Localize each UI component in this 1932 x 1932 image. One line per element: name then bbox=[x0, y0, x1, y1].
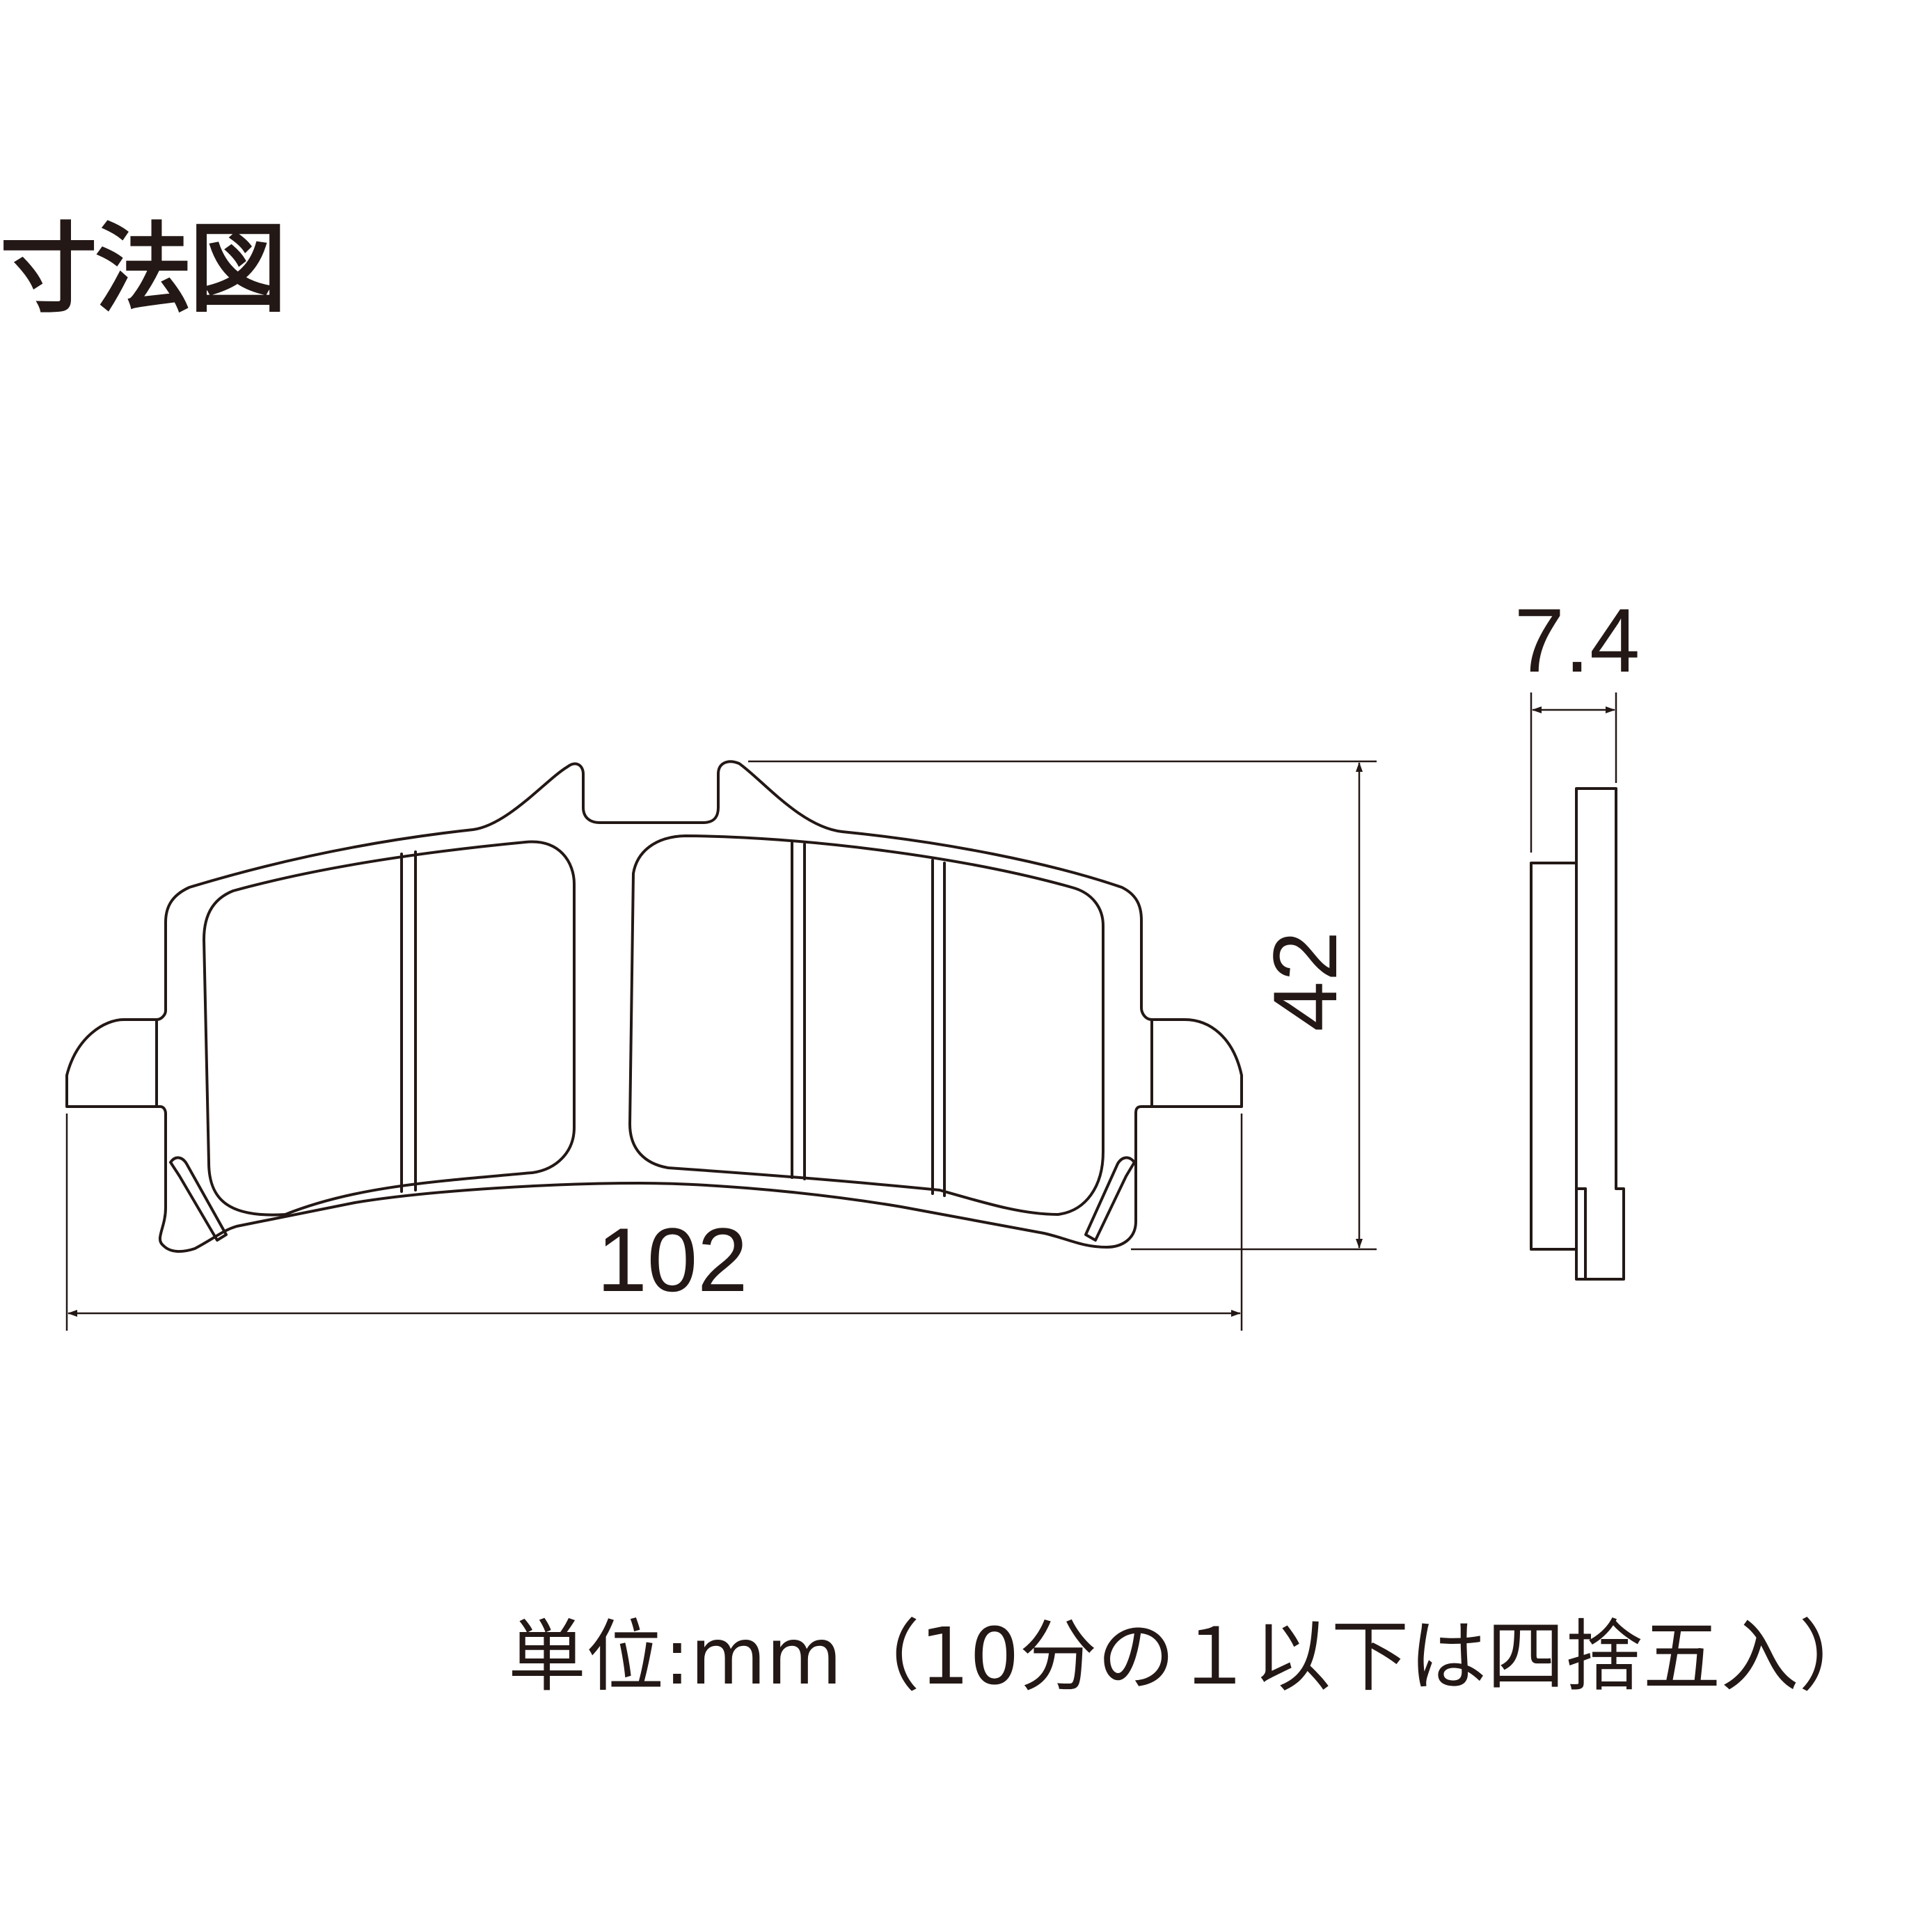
friction-pad-left bbox=[203, 840, 576, 1217]
height-label: 42 bbox=[1254, 931, 1356, 1032]
drawing-title: 寸法図 bbox=[0, 213, 287, 326]
unit-note: 単位:mm（10分の１以下は四捨五入） bbox=[508, 1612, 1877, 1702]
backing-plate-outline bbox=[65, 760, 1243, 1253]
thickness-label: 7.4 bbox=[1514, 589, 1640, 691]
side-view bbox=[1530, 787, 1625, 1281]
friction-pad-right bbox=[628, 834, 1104, 1216]
height-dimension: 42 bbox=[748, 760, 1377, 1251]
width-label: 102 bbox=[597, 1209, 748, 1311]
thickness-dimension: 7.4 bbox=[1514, 589, 1640, 853]
width-dimension: 102 bbox=[65, 1114, 1243, 1331]
